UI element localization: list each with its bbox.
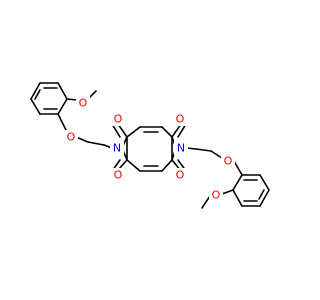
bond-line bbox=[161, 126, 173, 138]
bond-line bbox=[30, 98, 41, 115]
bond-line bbox=[34, 89, 41, 100]
bond-line bbox=[210, 150, 223, 159]
atom-n-left: N bbox=[113, 142, 121, 155]
bond-line bbox=[171, 123, 182, 138]
bond-line bbox=[258, 189, 265, 200]
atom-bg bbox=[110, 141, 124, 155]
bond-line bbox=[57, 98, 68, 115]
bond-line bbox=[126, 126, 141, 138]
bond-line bbox=[201, 195, 211, 209]
bond-line bbox=[232, 189, 243, 207]
atom-bg bbox=[111, 168, 125, 182]
bond-line bbox=[57, 82, 68, 100]
bond-line bbox=[88, 90, 97, 99]
bond-line bbox=[161, 159, 173, 172]
bond-line bbox=[259, 189, 270, 207]
atom-bg bbox=[111, 112, 125, 126]
molecule-structure: O O N O O O O N O O bbox=[30, 82, 270, 209]
atom-o-methoxy-left: O bbox=[79, 97, 88, 110]
bond-line bbox=[126, 159, 141, 172]
bond-line bbox=[66, 98, 78, 101]
atom-bg bbox=[173, 112, 187, 126]
bond-line bbox=[233, 160, 243, 176]
atom-labels: O O N O O O O N O O bbox=[64, 96, 235, 202]
bond-line bbox=[111, 123, 121, 138]
bond-line bbox=[221, 189, 234, 195]
bond-line bbox=[87, 141, 105, 146]
atom-o-carbonyl-bottom-left: O bbox=[114, 169, 123, 182]
atom-n-right: N bbox=[177, 142, 185, 155]
atom-o-carbonyl-top-left: O bbox=[114, 113, 123, 126]
atom-o-carbonyl-top-right: O bbox=[176, 113, 185, 126]
atom-bg bbox=[174, 141, 188, 155]
bond-line bbox=[177, 123, 187, 138]
atom-o-ether-right: O bbox=[224, 155, 233, 168]
bond-line bbox=[57, 113, 67, 131]
bond-line bbox=[117, 123, 128, 138]
atom-o-methoxy-right: O bbox=[212, 189, 221, 202]
atom-bg bbox=[64, 130, 78, 144]
atom-o-carbonyl-bottom-right: O bbox=[176, 169, 185, 182]
atom-bg bbox=[209, 188, 223, 202]
atom-bg bbox=[221, 154, 235, 168]
bond-line bbox=[195, 148, 212, 152]
atom-bg bbox=[76, 96, 90, 110]
atom-bg bbox=[173, 168, 187, 182]
bond-lines bbox=[30, 82, 270, 209]
bond-line bbox=[232, 174, 243, 191]
bond-line bbox=[30, 82, 41, 100]
bond-line bbox=[259, 174, 270, 191]
atom-o-ether-left: O bbox=[67, 131, 76, 144]
